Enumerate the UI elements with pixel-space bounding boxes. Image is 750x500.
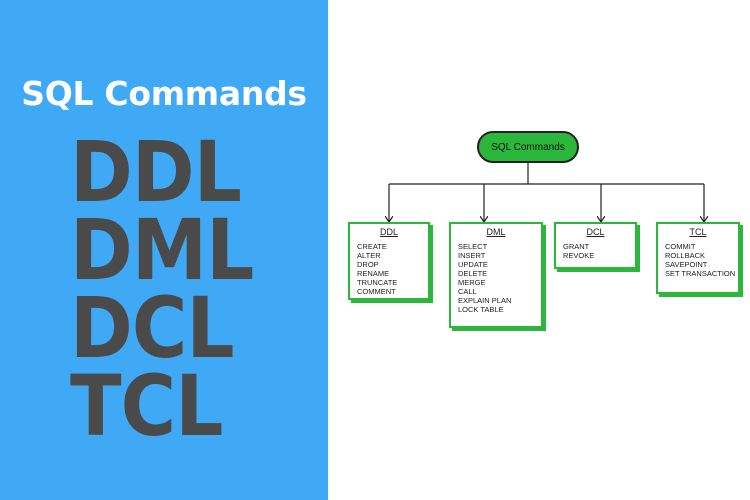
command-item: INSERT bbox=[458, 251, 486, 260]
command-item: GRANT bbox=[563, 242, 590, 251]
command-item: REVOKE bbox=[563, 251, 595, 260]
command-item: ROLLBACK bbox=[665, 251, 706, 260]
command-item: DROP bbox=[357, 260, 379, 269]
command-item: TRUNCATE bbox=[357, 278, 398, 287]
command-item: CALL bbox=[458, 287, 477, 296]
command-item: COMMIT bbox=[665, 242, 696, 251]
category-dcl: DCL GRANT REVOKE bbox=[554, 222, 637, 269]
category-ddl: DDL CREATE ALTER DROP RENAME TRUNCATE CO… bbox=[348, 222, 430, 300]
command-item: RENAME bbox=[357, 269, 390, 278]
command-item: COMMENT bbox=[357, 287, 396, 296]
category-dml: DML SELECT INSERT UPDATE DELETE MERGE CA… bbox=[449, 222, 543, 328]
category-title: DML bbox=[486, 227, 506, 237]
command-item: ALTER bbox=[357, 251, 381, 260]
command-item: DELETE bbox=[458, 269, 488, 278]
command-item: SELECT bbox=[458, 242, 488, 251]
command-list: SELECT INSERT UPDATE DELETE MERGE CALL E… bbox=[451, 242, 541, 314]
command-list: COMMIT ROLLBACK SAVEPOINT SET TRANSACTIO… bbox=[658, 242, 738, 278]
command-item: MERGE bbox=[458, 278, 486, 287]
command-item: LOCK TABLE bbox=[458, 305, 504, 314]
command-item: UPDATE bbox=[458, 260, 488, 269]
command-list: CREATE ALTER DROP RENAME TRUNCATE COMMEN… bbox=[350, 242, 428, 296]
category-tcl: TCL COMMIT ROLLBACK SAVEPOINT SET TRANSA… bbox=[656, 222, 740, 294]
command-item: CREATE bbox=[357, 242, 387, 251]
big-word-tcl: TCL bbox=[70, 357, 223, 455]
root-node: SQL Commands bbox=[477, 131, 579, 163]
left-title: SQL Commands bbox=[21, 74, 307, 113]
category-title: DDL bbox=[379, 227, 398, 237]
command-item: EXPLAIN PLAN bbox=[458, 296, 512, 305]
big-word-ddl: DDL bbox=[70, 123, 242, 221]
command-item: SAVEPOINT bbox=[665, 260, 708, 269]
big-word-dcl: DCL bbox=[70, 279, 235, 377]
left-panel bbox=[0, 0, 328, 500]
command-list: GRANT REVOKE bbox=[556, 242, 635, 260]
category-title: DCL bbox=[586, 227, 605, 237]
category-title: TCL bbox=[689, 227, 707, 237]
big-word-dml: DML bbox=[70, 201, 254, 299]
command-item: SET TRANSACTION bbox=[665, 269, 736, 278]
